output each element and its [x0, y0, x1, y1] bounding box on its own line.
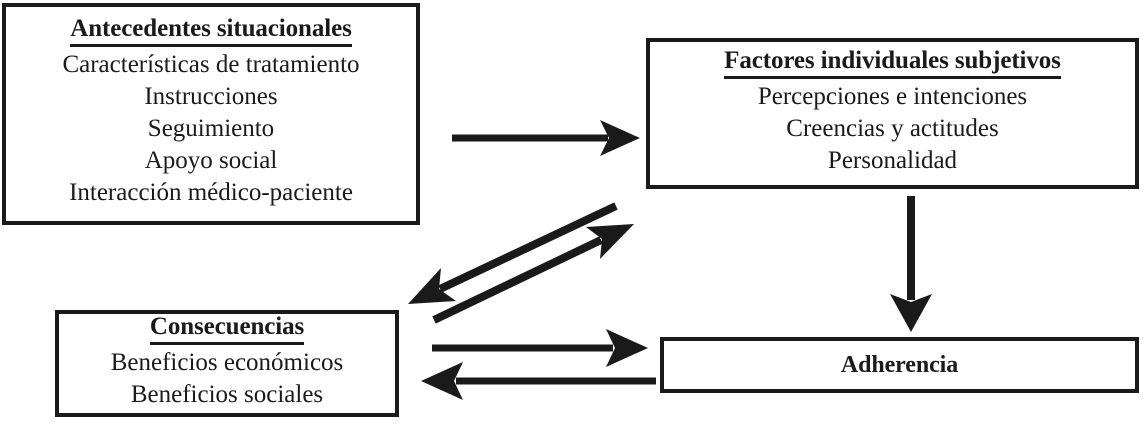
- node-consecuencias-line-1: Beneficios económicos: [110, 348, 344, 376]
- node-factores-individuales-subjetivos[interactable]: Factores individuales subjetivos Percepc…: [646, 38, 1139, 189]
- node-factores-line-2: Creencias y actitudes: [786, 114, 999, 142]
- node-adherencia-title: Adherencia: [840, 351, 959, 378]
- node-consecuencias-title: Consecuencias: [149, 313, 304, 345]
- edge-antecedentes-to-factores-arrow: [452, 120, 640, 156]
- node-antecedentes-situacionales[interactable]: Antecedentes situacionales Característic…: [2, 3, 420, 225]
- node-factores-line-3: Personalidad: [827, 146, 958, 174]
- edge-factores-to-consecuencias-arrow: [408, 202, 618, 304]
- edge-adherencia-to-consecuencias-arrow: [421, 362, 656, 400]
- node-antecedentes-line-2: Instrucciones: [144, 83, 278, 110]
- node-consecuencias-line-2: Beneficios sociales: [130, 380, 324, 408]
- node-consecuencias[interactable]: Consecuencias Beneficios económicos Bene…: [55, 310, 399, 417]
- edge-factores-to-adherencia-arrow: [890, 196, 932, 332]
- node-factores-title: Factores individuales subjetivos: [724, 47, 1061, 79]
- edge-consecuencias-to-factores-arrow: [432, 224, 634, 324]
- node-antecedentes-title: Antecedentes situacionales: [70, 15, 352, 47]
- node-adherencia[interactable]: Adherencia: [660, 337, 1139, 393]
- node-antecedentes-line-4: Apoyo social: [144, 147, 278, 174]
- node-antecedentes-line-1: Características de tratamiento: [62, 51, 360, 78]
- node-antecedentes-line-3: Seguimiento: [147, 115, 275, 142]
- edge-consecuencias-to-adherencia-arrow: [432, 329, 648, 367]
- node-antecedentes-line-5: Interacción médico-paciente: [69, 179, 353, 206]
- node-factores-line-1: Percepciones e intenciones: [757, 82, 1028, 110]
